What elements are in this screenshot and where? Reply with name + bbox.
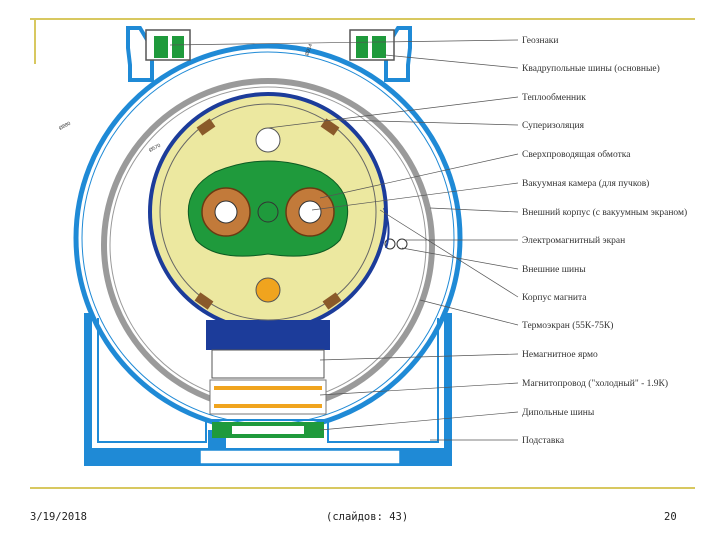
callout-leader <box>379 209 519 298</box>
callout-leader <box>419 299 519 326</box>
right-geodetic-mark-green-b <box>372 36 386 58</box>
stand-base <box>199 449 401 465</box>
callout-label: Квадрупольные шины (основные) <box>522 63 660 74</box>
callout-label: Термоэкран (55К-75К) <box>522 320 613 331</box>
outer-bus-2 <box>396 238 408 250</box>
left-geodetic-mark-green <box>154 36 168 58</box>
central-hole <box>257 201 279 223</box>
callout-label: Немагнитное ярмо <box>522 350 598 360</box>
callout-label: Внешние шины <box>522 265 586 275</box>
bus-bar-block-2 <box>320 118 340 136</box>
support-stand <box>84 313 452 466</box>
dimension-d3: Ø570 <box>148 143 162 154</box>
bus-bar-block-4 <box>322 292 342 310</box>
callout-label: Дипольные шины <box>522 408 595 418</box>
callout-leader <box>311 182 519 211</box>
frame-top-line <box>30 18 695 20</box>
bus-bar-block-1 <box>196 118 216 136</box>
callout-label: Теплообменник <box>522 92 586 103</box>
callout-leader <box>384 54 519 69</box>
frame-left-line <box>34 18 36 64</box>
callout-leader <box>339 119 519 126</box>
callout-label: Электромагнитный экран <box>522 235 625 246</box>
bus-bar-block-3 <box>194 292 214 310</box>
callout-label: Внешний корпус (с вакуумным экраном) <box>522 207 687 218</box>
non-magnetic-yoke <box>211 349 325 379</box>
footer-slide-count: (слайдов: 43) <box>326 511 409 523</box>
callout-label: Корпус магнита <box>522 293 587 303</box>
callout-leaders <box>169 39 519 441</box>
callout-label: Вакуумная камера (для пучков) <box>522 178 649 189</box>
footer-page-number: 20 <box>664 511 677 523</box>
bus-line <box>383 207 390 249</box>
callout-label: Магнитопровод ("холодный" - 1.9К) <box>522 378 668 389</box>
callout-leader <box>429 207 519 213</box>
callout-label: Сверхпроводящая обмотка <box>522 149 631 160</box>
dimension-d2: Ø880 <box>58 121 72 132</box>
support-stand-inner <box>97 318 439 443</box>
cold-mass-lower <box>209 379 327 415</box>
right-beam-pipe <box>298 200 322 224</box>
callout-leader <box>319 382 519 396</box>
footer-date: 3/19/2018 <box>30 511 87 523</box>
right-geodetic-mark-green <box>356 36 368 58</box>
callout-leader <box>267 96 519 129</box>
cold-mass-stripe-2 <box>214 404 322 408</box>
bottom-green-inner <box>232 426 304 434</box>
callout-leader <box>319 153 519 199</box>
callout-label: Суперизоляция <box>522 121 585 131</box>
lower-pipe <box>255 277 281 303</box>
callout-leader <box>169 39 519 46</box>
left-geodetic-mark-green-b <box>172 36 184 58</box>
callout-leader <box>401 247 519 270</box>
callout-label: Подставка <box>522 436 565 446</box>
dimension-d1: Ø914 <box>304 43 314 57</box>
heat-exchanger-pipe <box>255 127 281 153</box>
housing-lower-block <box>206 320 330 350</box>
callout-leader <box>319 411 519 431</box>
frame-bottom-line <box>30 487 695 489</box>
cold-mass-stripe <box>214 386 322 390</box>
callout-label: Геознаки <box>522 36 559 46</box>
left-beam-pipe <box>214 200 238 224</box>
callout-leader <box>319 353 519 361</box>
